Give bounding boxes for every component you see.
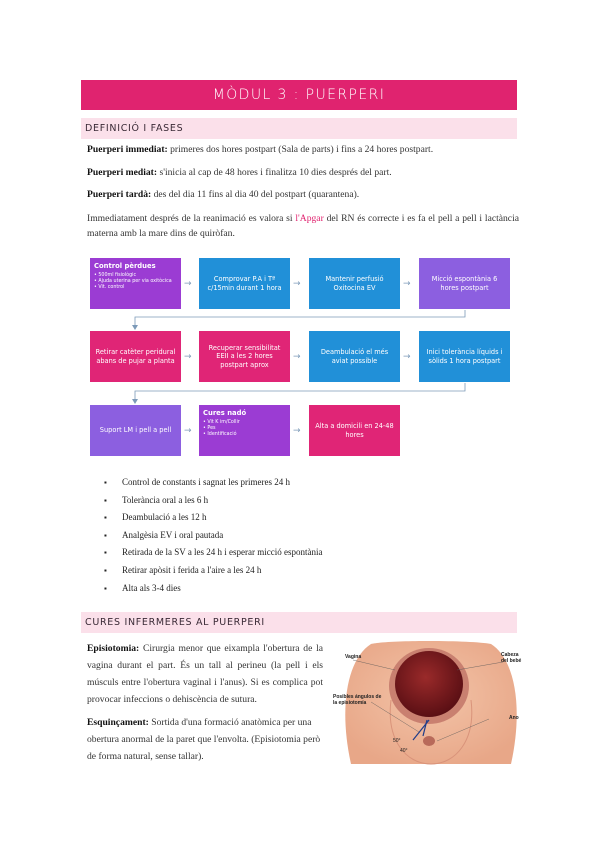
flow-box-comprovar-pa: Comprovar P.A i Tª c/15min durant 1 hora <box>199 258 290 309</box>
phase-mediat: Puerperi mediat: s'inicia al cap de 48 h… <box>87 166 519 179</box>
list-item: Control de constants i sagnat les primer… <box>104 474 424 492</box>
arrow-right-icon: → <box>403 279 411 289</box>
phase-term: Puerperi mediat: <box>87 167 158 178</box>
arrow-right-icon: → <box>293 426 301 436</box>
arrow-right-icon: → <box>403 352 411 362</box>
phase-text: s'inicia al cap de 48 hores i finalitza … <box>157 167 392 178</box>
phase-term: Puerperi tardà: <box>87 189 152 200</box>
flow-box-cateter: Retirar catèter peridural abans de pujar… <box>90 331 181 382</box>
flow-box-suport-lm: Suport LM i pell a pell <box>90 405 181 456</box>
flow-box-sensibilitat: Recuperar sensibilitat EEII a les 2 hore… <box>199 331 290 382</box>
list-item: Analgèsia EV i oral pautada <box>104 527 424 545</box>
label-posibles-angulos: Posibles ángulos de la episiotomía <box>333 694 382 706</box>
label-vagina: Vagina <box>345 654 362 660</box>
episiotomia-paragraph: Episiotomia: Cirurgia menor que eixampla… <box>87 640 323 708</box>
list-item: Deambulació a les 12 h <box>104 509 424 527</box>
episiotomia-term: Episiotomia: <box>87 643 140 654</box>
apgar-highlight: l'Apgar <box>295 213 324 224</box>
flow-box-item: Ajuda uterina per via oxitòcica <box>94 279 171 285</box>
section-heading-definicio: DEFINICIÓ I FASES <box>81 118 517 139</box>
label-angle-50: 50° <box>393 738 401 744</box>
intro-text-end: del RN és correcte i es fa el pell a pel… <box>87 213 519 239</box>
label-cabeza-bebe: Cabeza del bebé <box>501 652 522 664</box>
episiotomy-illustration: Vagina Cabeza del bebé Posibles ángulos … <box>331 640 526 766</box>
flow-box-item: Vit. control <box>94 285 172 291</box>
phase-text: primeres dos hores postpart (Sala de par… <box>167 144 434 155</box>
phase-term: Puerperi immediat: <box>87 144 168 155</box>
label-angle-40: 40° <box>400 748 408 754</box>
list-item: Retirada de la SV a les 24 h i esperar m… <box>104 544 424 562</box>
flow-box-list: Vit K im/Collir Pes Identificació <box>203 420 240 438</box>
esquincament-paragraph: Esquinçament: Sortida d'una formació ana… <box>87 714 323 765</box>
arrow-right-icon: → <box>184 426 192 436</box>
flow-box-item: Identificació <box>203 432 240 438</box>
arrow-right-icon: → <box>184 279 192 289</box>
flow-box-list: 500ml fisiològic Ajuda uterina per via o… <box>94 273 172 291</box>
flow-box-control-perdues: Control pèrdues 500ml fisiològic Ajuda u… <box>90 258 181 309</box>
list-item: Tolerància oral a les 6 h <box>104 492 424 510</box>
arrow-right-icon: → <box>293 352 301 362</box>
arrow-right-icon: → <box>184 352 192 362</box>
anatomy-drawing <box>345 641 517 765</box>
flow-box-tolerancia: Inici tolerància líquids i sòlids 1 hora… <box>419 331 510 382</box>
flow-box-title: Control pèrdues <box>94 262 156 270</box>
flow-box-item: Pes <box>203 426 240 432</box>
flow-box-alta: Alta a domicili en 24-48 hores <box>309 405 400 456</box>
arrow-right-icon: → <box>293 279 301 289</box>
phase-text: des del dia 11 fins al dia 40 del postpa… <box>151 189 360 200</box>
page-title: MÒDUL 3 : PUERPERI <box>81 80 517 110</box>
flow-box-item: Vit K im/Collir <box>203 420 239 426</box>
intro-paragraph: Immediatament després de la reanimació e… <box>87 211 519 241</box>
flow-box-deambulacio: Deambulació el més aviat possible <box>309 331 400 382</box>
esquincament-text: Sortida d'una formació anatòmica per una… <box>87 717 321 762</box>
flow-box-perfusio: Mantenir perfusió Oxitocina EV <box>309 258 400 309</box>
episiotomia-text: Cirurgia menor que eixampla l'obertura d… <box>87 643 323 705</box>
phase-immediat: Puerperi immediat: primeres dos hores po… <box>87 143 519 156</box>
flow-connector-1 <box>132 310 466 330</box>
list-item: Alta als 3-4 dies <box>104 580 424 598</box>
intro-text: Immediatament després de la reanimació e… <box>87 213 296 224</box>
section-heading-cures: CURES INFERMERES AL PUERPERI <box>81 612 517 633</box>
label-ano: Ano <box>509 715 519 721</box>
flow-connector-2 <box>132 383 466 404</box>
flow-box-item: 500ml fisiològic <box>94 273 172 279</box>
list-item: Retirar apòsit i ferida a l'aire a les 2… <box>104 562 424 580</box>
care-bullet-list: Control de constants i sagnat les primer… <box>104 474 424 597</box>
esquincament-term: Esquinçament: <box>87 717 149 728</box>
phase-tardà: Puerperi tardà: des del dia 11 fins al d… <box>87 188 519 201</box>
flow-box-miccio: Micció espontània 6 hores postpart <box>419 258 510 309</box>
flow-box-title: Cures nadó <box>203 409 247 417</box>
flow-box-cures-nado: Cures nadó Vit K im/Collir Pes Identific… <box>199 405 290 456</box>
